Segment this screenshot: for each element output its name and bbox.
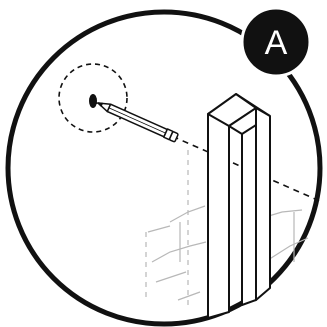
step-badge-circle: [240, 6, 312, 78]
wall-profile: [207, 93, 271, 319]
step-badge: A: [240, 6, 312, 78]
pencil-icon: [97, 102, 179, 143]
drill-mark: [89, 94, 97, 108]
mark-highlight-circle: [58, 63, 128, 133]
step-badge-label: A: [265, 24, 288, 62]
